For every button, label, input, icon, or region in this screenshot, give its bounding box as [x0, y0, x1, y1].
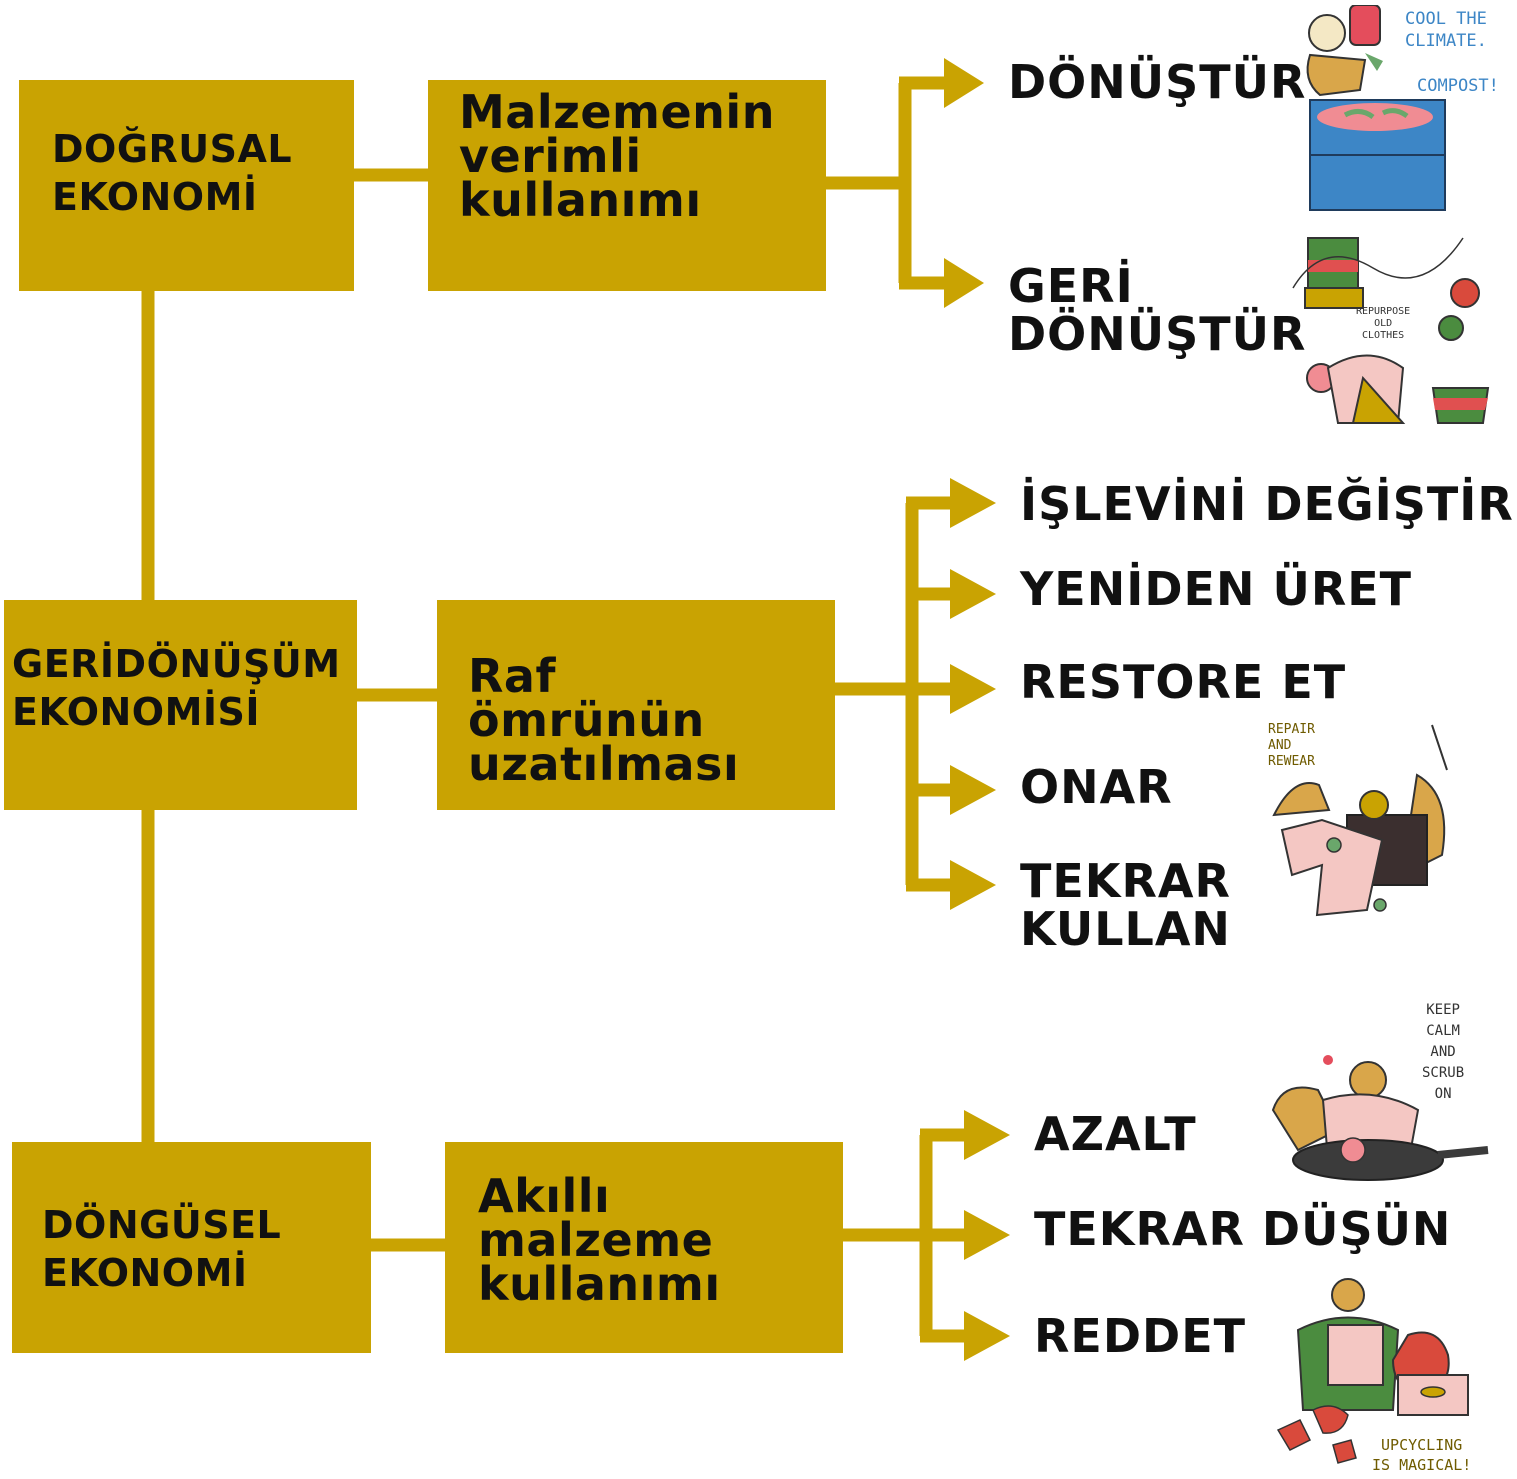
action-rethink: TEKRAR DÜŞÜN: [1034, 1202, 1452, 1256]
action-repair: ONAR: [1020, 760, 1173, 814]
compost-bin-illustration: [1306, 5, 1446, 211]
shelf-life-extension-label: Raf ömrünün uzatılması: [468, 649, 740, 791]
efficient-material-use-label: Malzemenin verimli kullanımı: [459, 85, 775, 227]
action-transform: DÖNÜŞTÜR: [1008, 55, 1307, 109]
action-repurpose: İŞLEVİNİ DEĞİŞTİR: [1020, 477, 1514, 531]
circular-economy-label: DÖNGÜSEL EKONOMİ: [42, 1203, 282, 1295]
arrow-icon: [944, 58, 984, 108]
arrow-icon: [964, 1210, 1010, 1260]
repair-caption: REPAIR AND REWEAR: [1268, 722, 1315, 769]
arrow-icon: [950, 569, 996, 619]
action-reuse: TEKRAR KULLAN: [1020, 854, 1231, 956]
arrow-icon: [964, 1311, 1010, 1361]
arrow-icon: [950, 478, 996, 528]
shelf-life-extension-box: Raf ömrünün uzatılması: [437, 600, 835, 810]
smart-material-use-box: Akıllı malzeme kullanımı: [445, 1142, 843, 1353]
smart-material-use-label: Akıllı malzeme kullanımı: [478, 1169, 721, 1311]
arrow-icon: [964, 1110, 1010, 1160]
arrowheads: [944, 58, 1010, 1361]
upcycling-caption: UPCYCLING IS MAGICAL!: [1372, 1436, 1472, 1474]
circular-economy-box: DÖNGÜSEL EKONOMİ: [12, 1142, 371, 1353]
arrow-icon: [944, 258, 984, 308]
scrub-pan-illustration: [1271, 1055, 1489, 1181]
upcycling-illustration: [1276, 1278, 1469, 1464]
recycling-economy-box: GERİDÖNÜŞÜM EKONOMİSİ: [4, 600, 357, 810]
action-refuse: REDDET: [1034, 1309, 1247, 1363]
repair-clothes-illustration: [1272, 724, 1448, 917]
compost-caption: COOL THE CLIMATE.: [1405, 9, 1487, 51]
arrow-icon: [950, 860, 996, 910]
action-recycle: GERİ DÖNÜŞTÜR: [1008, 259, 1307, 361]
repurpose-clothes-illustration: [1292, 237, 1490, 424]
compost-caption-2: COMPOST!: [1417, 76, 1499, 96]
action-restore: RESTORE ET: [1020, 655, 1347, 709]
linear-economy-label: DOĞRUSAL EKONOMİ: [52, 127, 293, 219]
scrub-caption: KEEP CALM AND SCRUB ON: [1422, 1002, 1465, 1102]
arrow-icon: [950, 765, 996, 815]
efficient-material-use-box: Malzemenin verimli kullanımı: [428, 80, 826, 291]
action-reduce: AZALT: [1034, 1107, 1197, 1161]
repurpose-caption: REPURPOSE OLD CLOTHES: [1356, 306, 1411, 341]
recycling-economy-label: GERİDÖNÜŞÜM EKONOMİSİ: [12, 642, 341, 734]
linear-economy-box: DOĞRUSAL EKONOMİ: [19, 80, 354, 291]
arrow-icon: [950, 664, 996, 714]
action-remanufacture: YENİDEN ÜRET: [1020, 562, 1413, 616]
